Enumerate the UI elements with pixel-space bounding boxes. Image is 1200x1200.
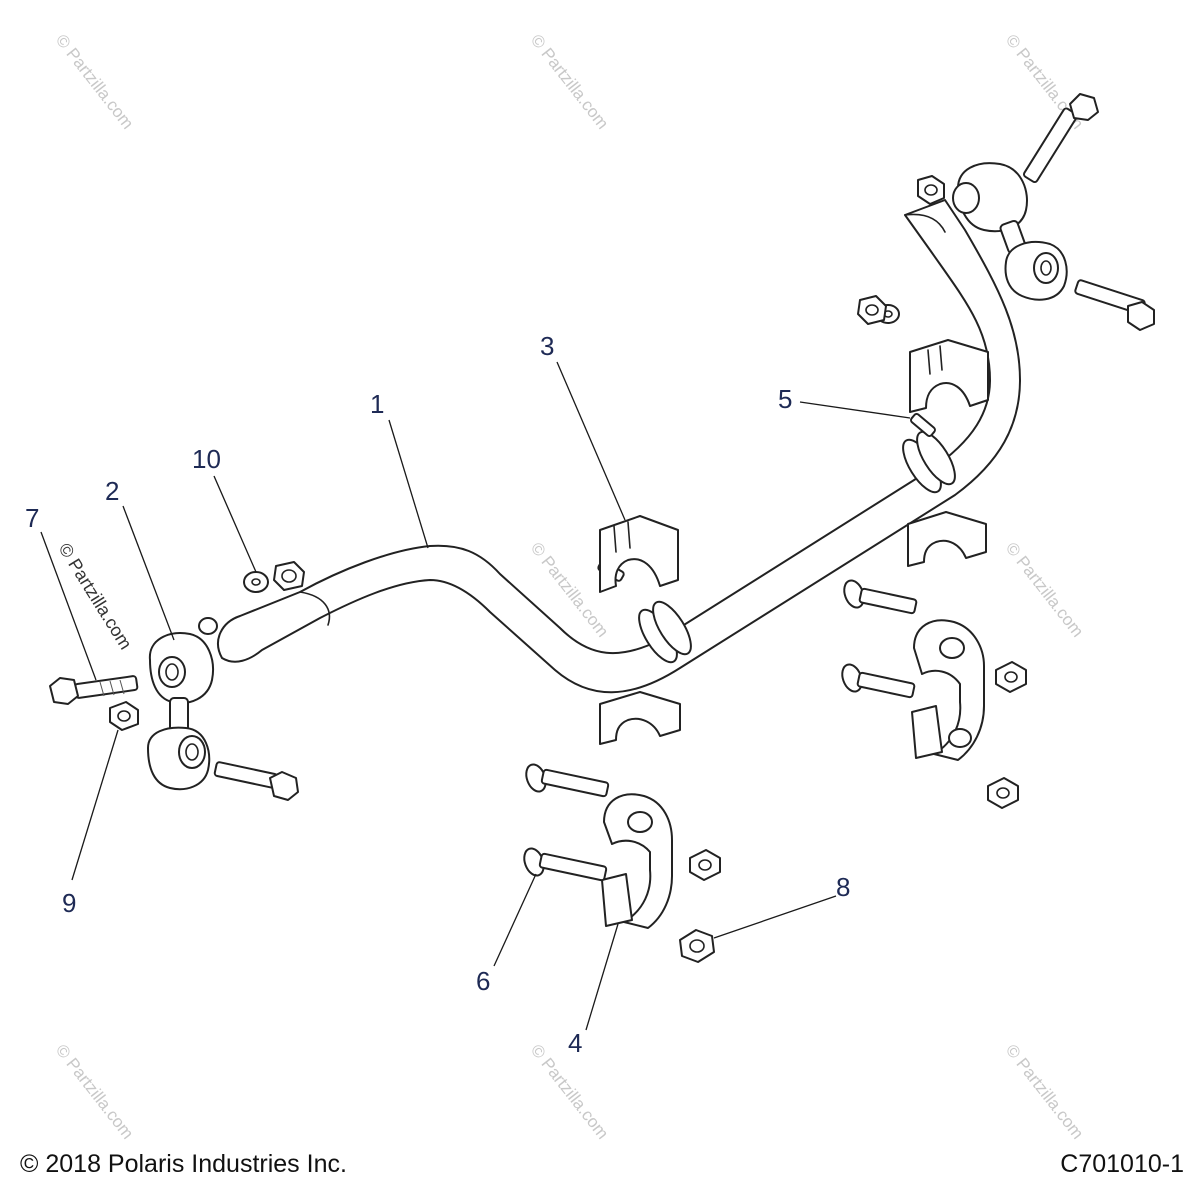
- leader-1: [388, 419, 429, 549]
- clamp-left: [601, 793, 673, 929]
- right-stabilizer-link: [952, 162, 1068, 301]
- drawing-number: C701010-1: [1060, 1150, 1184, 1178]
- copyright-notice: © 2018 Polaris Industries Inc.: [20, 1150, 347, 1178]
- callout-3: 3: [540, 331, 554, 361]
- clamp-bolt-left-upper: [525, 763, 610, 798]
- callout-6: 6: [476, 966, 490, 996]
- callout-9: 9: [62, 888, 76, 918]
- watermark: © Partzilla.com: [1002, 1041, 1088, 1143]
- callout-8: 8: [836, 872, 850, 902]
- leader-5: [799, 401, 911, 419]
- stabilizer-bar: [198, 199, 1021, 694]
- callout-5: 5: [778, 384, 792, 414]
- leader-6: [493, 873, 537, 967]
- bolt-left-upper: [49, 675, 139, 705]
- watermark: © Partzilla.com: [52, 31, 138, 133]
- bolt-left-lower: [213, 761, 299, 801]
- clamp-bolt-right-upper: [843, 579, 918, 615]
- watermark: © Partzilla.com: [55, 540, 136, 653]
- watermark: © Partzilla.com: [1002, 539, 1088, 641]
- leader-7: [40, 531, 97, 681]
- watermark: © Partzilla.com: [527, 31, 613, 133]
- nut-right: [857, 295, 887, 325]
- leader-4: [585, 923, 619, 1031]
- clamp-bolt-left-lower: [523, 847, 608, 882]
- leader-9: [71, 729, 119, 881]
- leader-8: [713, 895, 837, 939]
- bolt-right-lower: [1074, 279, 1155, 331]
- callout-labels: 1 2 3 4 5 6 7 8 9 10: [25, 331, 850, 1058]
- nut-9: [109, 701, 139, 731]
- callout-10: 10: [192, 444, 221, 474]
- left-stabilizer-link: [147, 632, 214, 791]
- bushing-lower-left: [599, 691, 681, 745]
- leader-10: [213, 475, 257, 573]
- clamp-right: [911, 619, 985, 761]
- grease-fitting-right: [910, 413, 936, 437]
- bushing-lower-right: [907, 511, 987, 567]
- flange-nut-clamp-right-lower: [987, 777, 1019, 809]
- callout-1: 1: [370, 389, 384, 419]
- leader-3: [556, 361, 626, 521]
- callout-2: 2: [105, 476, 119, 506]
- callout-7: 7: [25, 503, 39, 533]
- washer-left: [243, 571, 269, 593]
- flange-nut-clamp-left: [689, 849, 721, 881]
- nut-right-top: [917, 175, 945, 205]
- callout-4: 4: [568, 1028, 582, 1058]
- leader-lines: [40, 361, 911, 1031]
- bushing-upper-left: [599, 515, 679, 593]
- bolt-right-upper: [1023, 93, 1099, 184]
- flange-nut-8: [679, 929, 715, 963]
- clamp-bolt-right-lower: [841, 663, 916, 699]
- watermark: © Partzilla.com: [52, 1041, 138, 1143]
- flange-nut-clamp-right-upper: [995, 661, 1027, 693]
- bushing-upper-right: [909, 339, 989, 413]
- leader-2: [122, 505, 175, 641]
- nut-left: [273, 561, 305, 591]
